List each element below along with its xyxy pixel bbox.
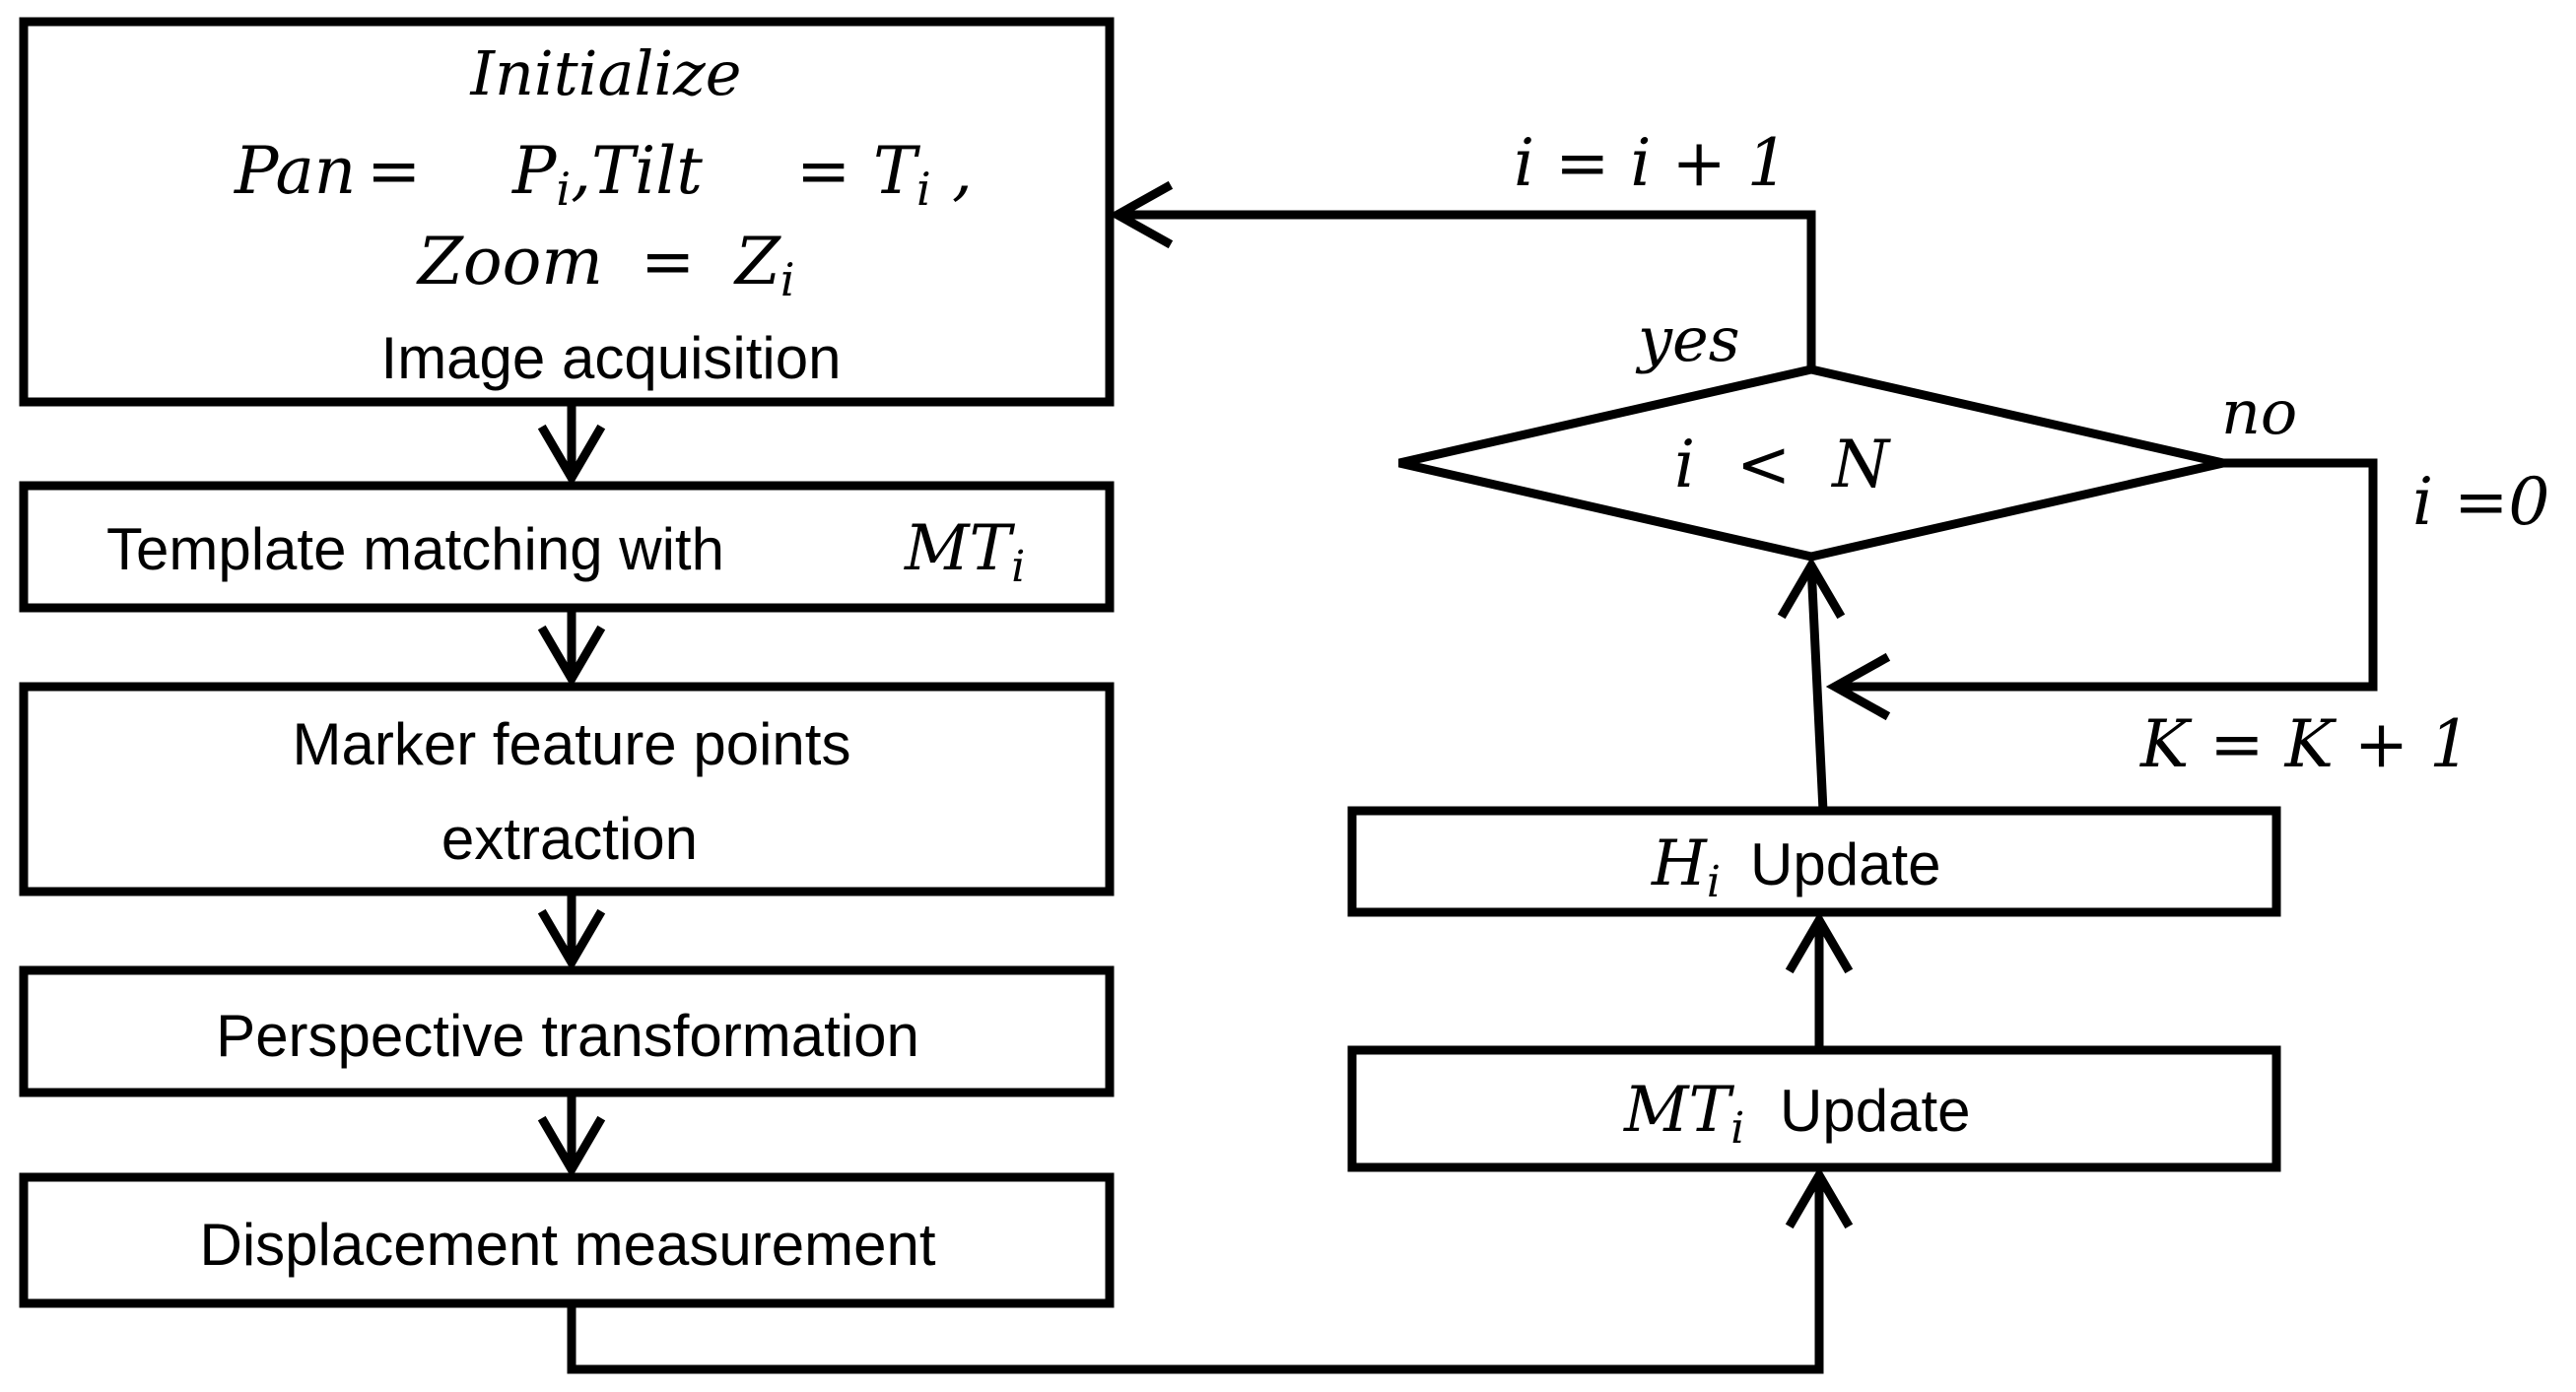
marker-extraction-line1: Marker feature points xyxy=(293,711,851,777)
loop-increment-label: i = i + 1 xyxy=(1514,125,1789,201)
init-title: Initialize xyxy=(470,37,742,109)
marker-extraction-line2: extraction xyxy=(441,806,698,872)
arrowhead-to-decision xyxy=(1777,557,1846,620)
arrowhead-to-init xyxy=(1108,180,1174,249)
h-update-label: Hi Update xyxy=(1651,828,1940,909)
arrowhead-mt-to-h-update xyxy=(1785,911,1854,974)
init-subtitle: Image acquisition xyxy=(381,325,842,391)
arrowhead-template-to-marker xyxy=(537,625,606,688)
displacement-measurement-box xyxy=(19,1172,1115,1308)
init-pan-tilt-line: Pan = Pi,Tilt = Ti , xyxy=(234,133,973,221)
yes-label: yes xyxy=(1635,303,1740,375)
mt-update-label: MTi Update xyxy=(1623,1074,1970,1156)
marker-extraction-box xyxy=(19,682,1115,896)
connector-displacement-to-mt-update xyxy=(567,1175,1824,1374)
connector-no-loop xyxy=(1835,458,2378,692)
arrowhead-marker-to-perspective xyxy=(537,908,606,971)
arrowhead-no-loop xyxy=(1825,652,1891,721)
reset-label: i =0 xyxy=(2412,464,2549,540)
perspective-transformation-label: Perspective transformation xyxy=(216,1003,919,1069)
mt-update-box xyxy=(1347,1045,2281,1172)
connector-yes-to-init xyxy=(1118,210,1816,369)
displacement-measurement-label: Displacement measurement xyxy=(200,1212,936,1278)
no-label: no xyxy=(2221,376,2297,448)
arrowhead-perspective-to-displacement xyxy=(537,1115,606,1178)
perspective-transformation-box xyxy=(19,965,1115,1097)
decision-diamond xyxy=(1398,365,2224,562)
initialize-box xyxy=(19,17,1115,407)
k-increment-label: K = K + 1 xyxy=(2139,706,2471,782)
decision-label: i < N xyxy=(1674,427,1891,502)
template-matching-label: Template matching with MTi xyxy=(106,512,1025,592)
arrow-h-update-to-decision xyxy=(1806,564,1828,812)
arrowhead-init-to-template xyxy=(537,424,606,487)
arrowhead-to-mt-update xyxy=(1785,1166,1854,1229)
template-matching-box xyxy=(19,481,1115,613)
init-zoom-line: Zoom = Zi xyxy=(416,224,795,306)
h-update-box xyxy=(1347,806,2281,917)
